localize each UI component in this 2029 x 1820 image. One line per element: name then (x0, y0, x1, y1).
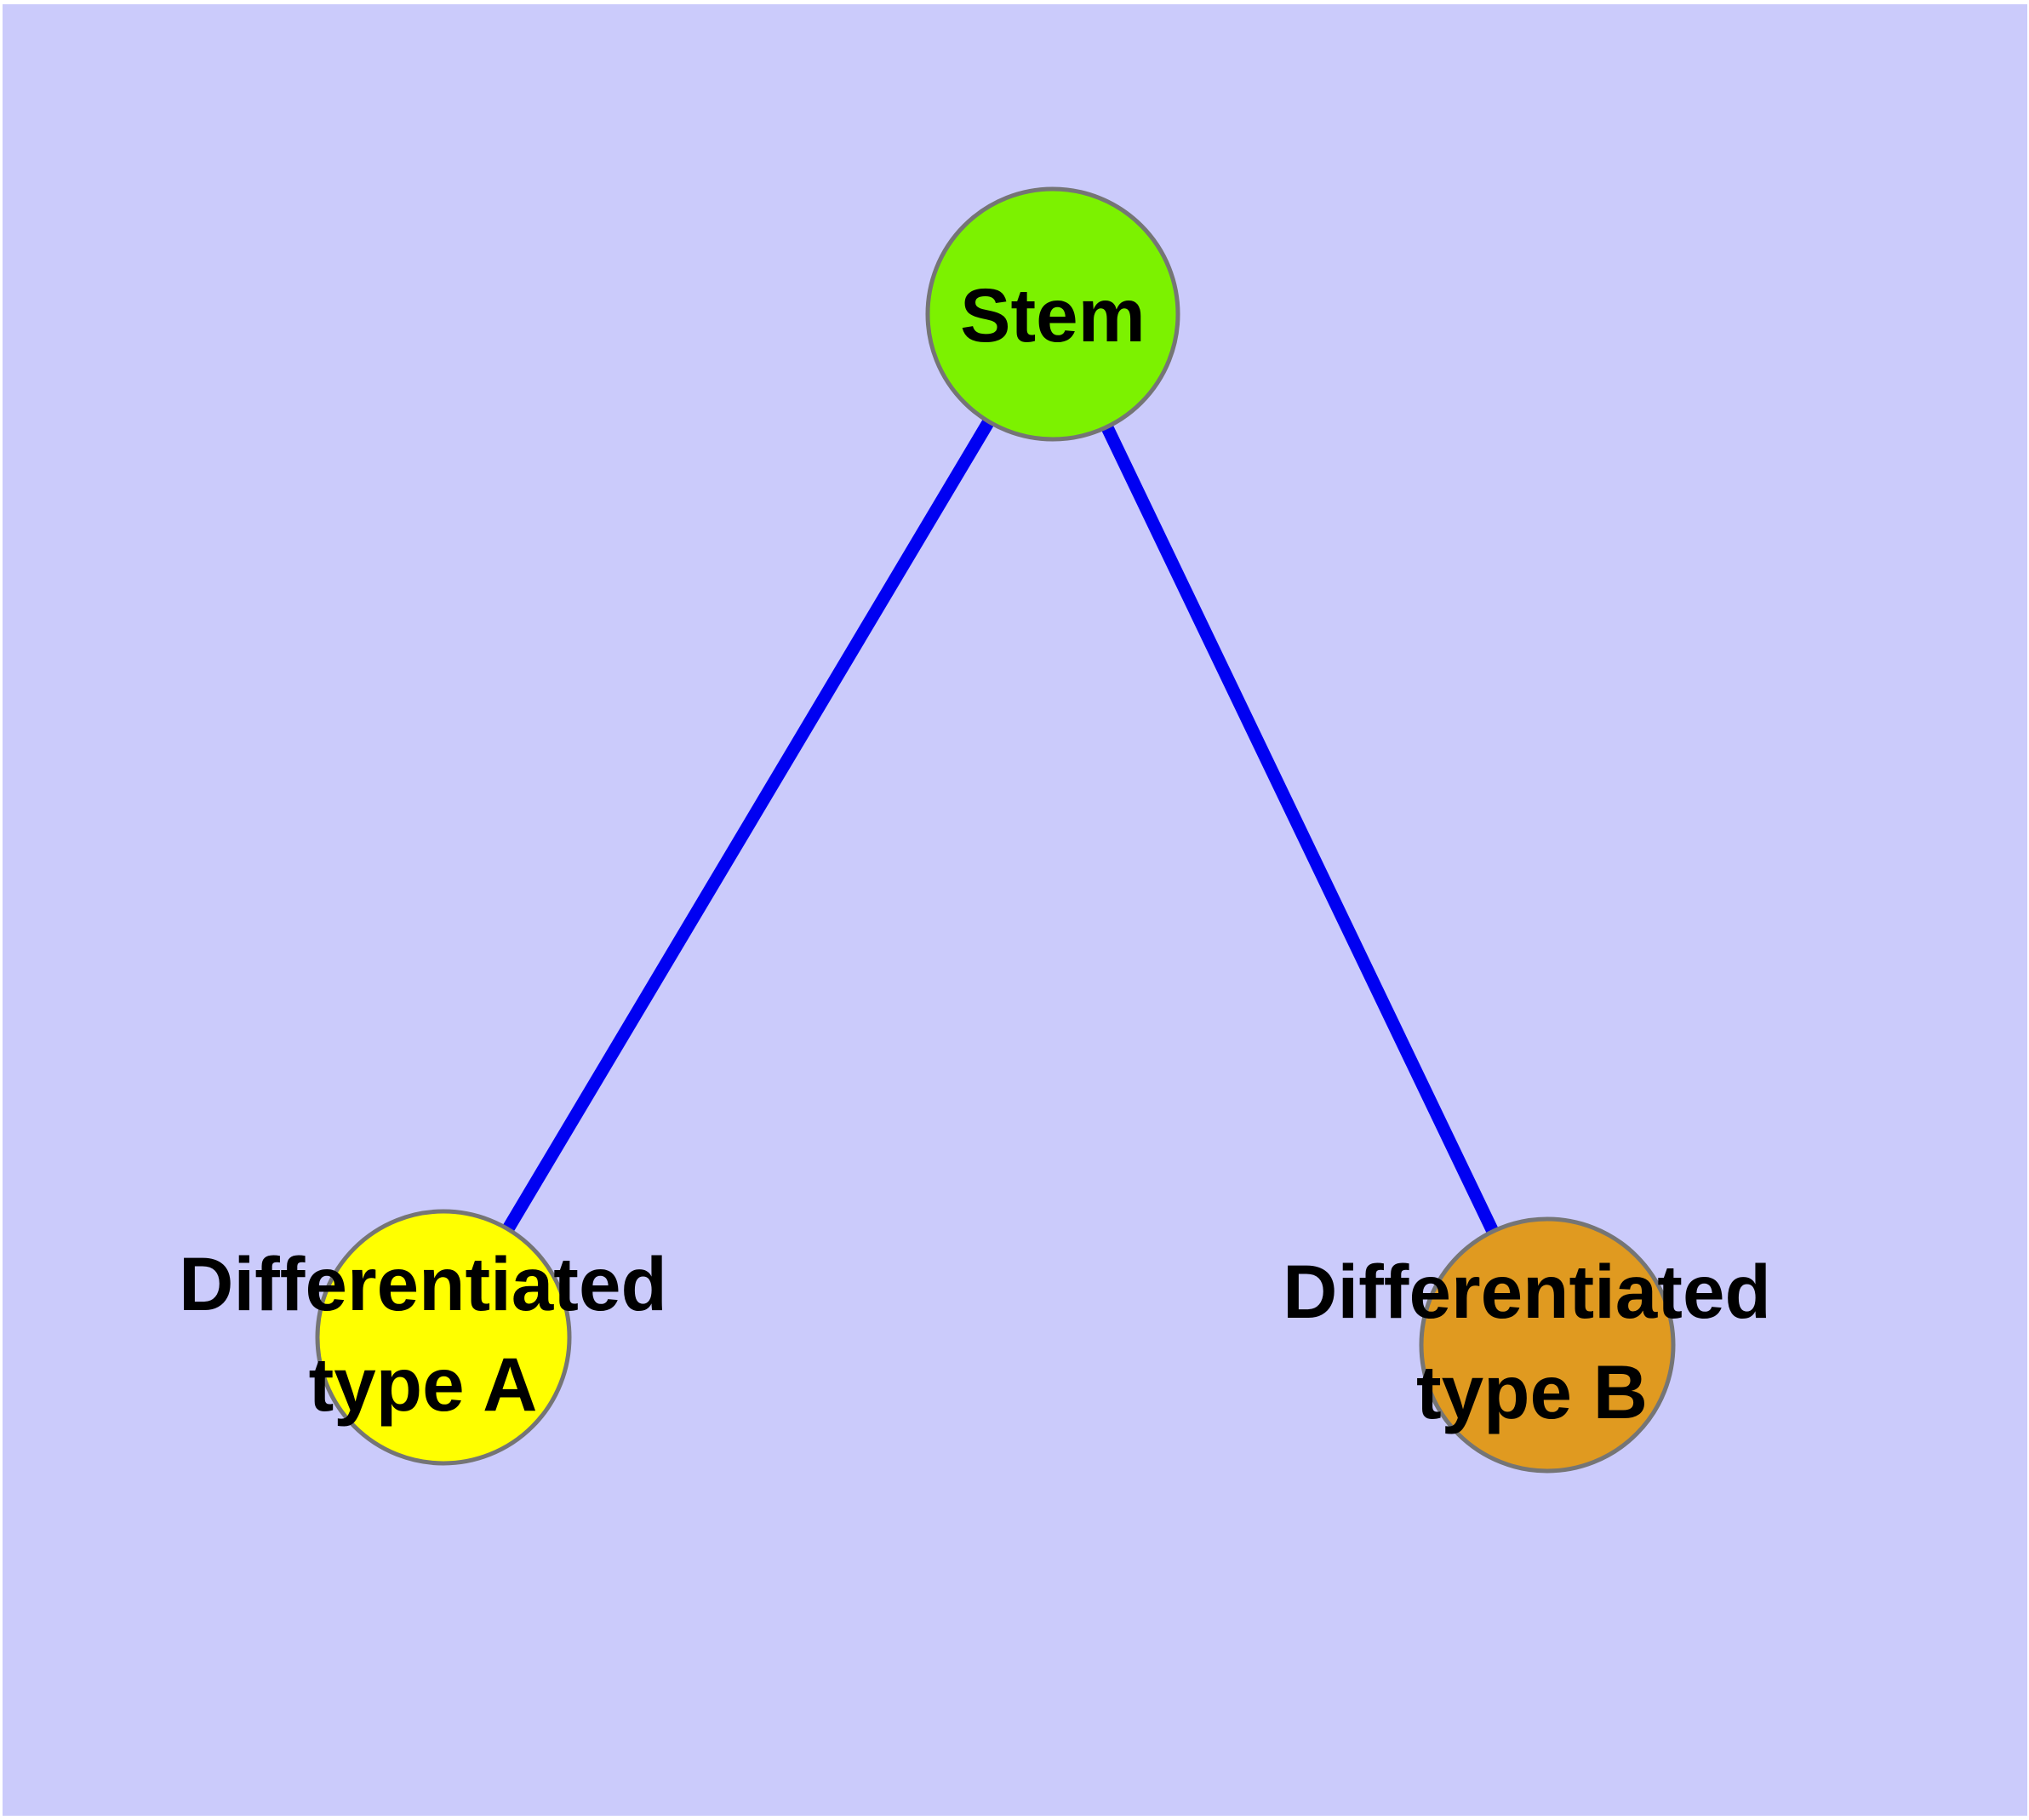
node-type-b-label-line1: Differentiated (1283, 1249, 1771, 1334)
node-type-b-label-line2: type B (1416, 1349, 1648, 1434)
node-type-a-label-line1: Differentiated (179, 1241, 667, 1326)
node-differentiated-type-b (1419, 1216, 1676, 1474)
node-stem (925, 186, 1180, 442)
node-differentiated-type-a (315, 1209, 572, 1466)
edge-stem-to-type-b (1047, 311, 1553, 1348)
node-type-a-label-line2: type A (309, 1342, 538, 1427)
edge-stem-to-type-a (437, 311, 1059, 1341)
node-type-a-label: Differentiated type A (179, 1241, 667, 1427)
node-stem-label: Stem (960, 272, 1146, 358)
node-type-b-label: Differentiated type B (1283, 1249, 1771, 1434)
